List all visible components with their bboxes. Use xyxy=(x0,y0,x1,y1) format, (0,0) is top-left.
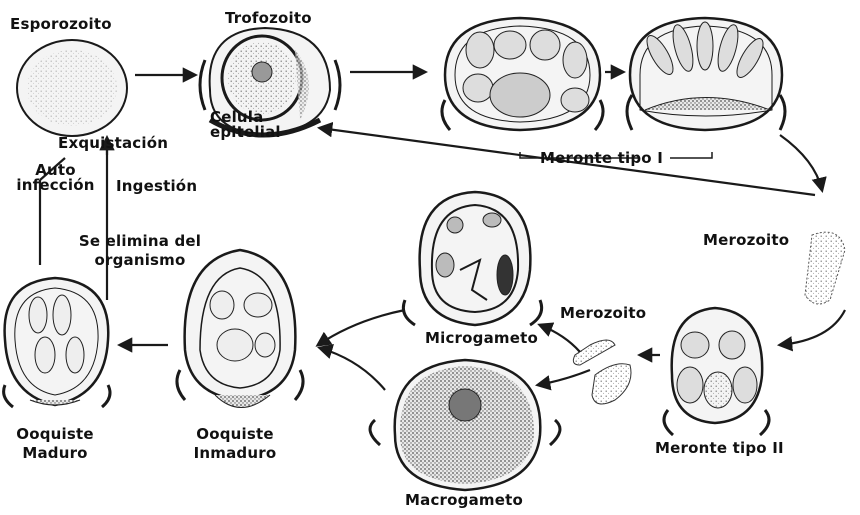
label-ooquiste-inmaduro: Ooquiste Inmaduro xyxy=(185,425,285,463)
immature-oocyst xyxy=(177,250,303,408)
arrow-merozoite-to-type2 xyxy=(780,310,845,345)
type1-meront-early xyxy=(442,18,603,130)
type2-meront xyxy=(664,308,769,435)
label-merozoito-2: Merozoito xyxy=(560,305,646,322)
label-macrogameto: Macrogameto xyxy=(405,492,523,509)
arrow-merozoite-to-microgamete xyxy=(540,325,580,352)
label-ooquiste-maduro: Ooquiste Maduro xyxy=(5,425,105,463)
label-merozoito-1: Merozoito xyxy=(703,232,789,249)
label-meronte-tipo-1: Meronte tipo I xyxy=(540,150,663,167)
label-celula-epitelial: Celula epitelial xyxy=(210,110,281,140)
macrogamete-cell xyxy=(370,360,560,490)
type1-meront-mature xyxy=(627,18,785,130)
label-esporozoito: Esporozoito xyxy=(10,16,112,33)
label-ingestion: Ingestión xyxy=(116,178,197,195)
label-exquistacion: Exquistación xyxy=(58,135,168,152)
arrow-meront-to-merozoite xyxy=(780,135,822,190)
label-trofozoito: Trofozoito xyxy=(225,10,312,27)
label-microgameto: Microgameto xyxy=(425,330,538,347)
sporozoite-cell xyxy=(17,40,127,136)
merozoite-free xyxy=(805,232,845,304)
arrow-microgamete-to-oocyst xyxy=(318,310,405,345)
arrow-merozoite-to-macrogamete xyxy=(538,370,590,385)
microgamete-cell xyxy=(403,192,541,325)
label-auto-infeccion: Auto infección xyxy=(8,163,103,193)
label-meronte-tipo-2: Meronte tipo II xyxy=(655,440,784,457)
arrow-macrogamete-to-oocyst xyxy=(320,348,385,390)
label-se-elimina: Se elimina del organismo xyxy=(65,232,215,270)
mature-oocyst xyxy=(4,278,110,407)
